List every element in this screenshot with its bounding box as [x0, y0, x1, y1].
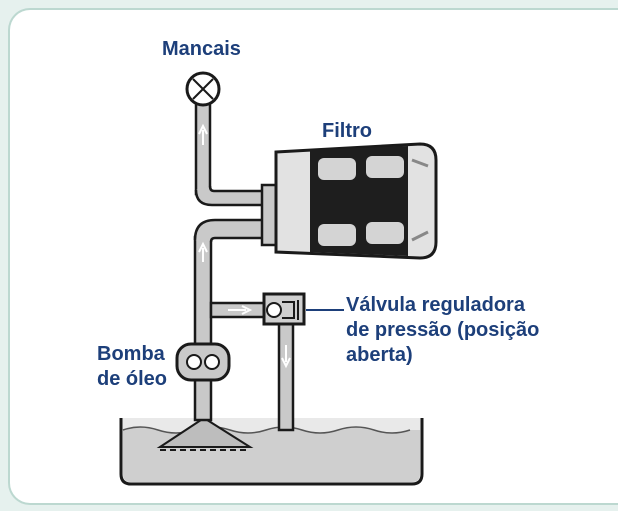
pressure-valve-icon [262, 292, 344, 326]
suction-pipe [193, 218, 268, 422]
oil-pan-icon [119, 418, 424, 486]
pump-label-line-1: Bomba [97, 343, 165, 365]
bearings-label-text: Mancais [162, 38, 241, 60]
bearing-feed-pipe [194, 102, 268, 207]
filter-label-text: Filtro [322, 120, 372, 142]
relief-line [209, 301, 295, 432]
valve-label-line-2: de pressão (posição [346, 319, 540, 341]
bearings-label: Mancais [162, 37, 241, 62]
pump-label: Bomba de óleo [97, 342, 167, 392]
bearing-gauge-icon [185, 71, 221, 107]
oil-filter-icon [260, 142, 438, 260]
pickup-screen [156, 416, 254, 451]
valve-label-line-3: aberta) [346, 344, 413, 366]
oil-pump-icon [175, 342, 231, 382]
pump-label-line-2: de óleo [97, 368, 168, 390]
valve-label-line-1: Válvula reguladora [346, 294, 525, 316]
valve-label: Válvula reguladora de pressão (posição a… [346, 293, 539, 368]
filter-label: Filtro [322, 119, 372, 144]
